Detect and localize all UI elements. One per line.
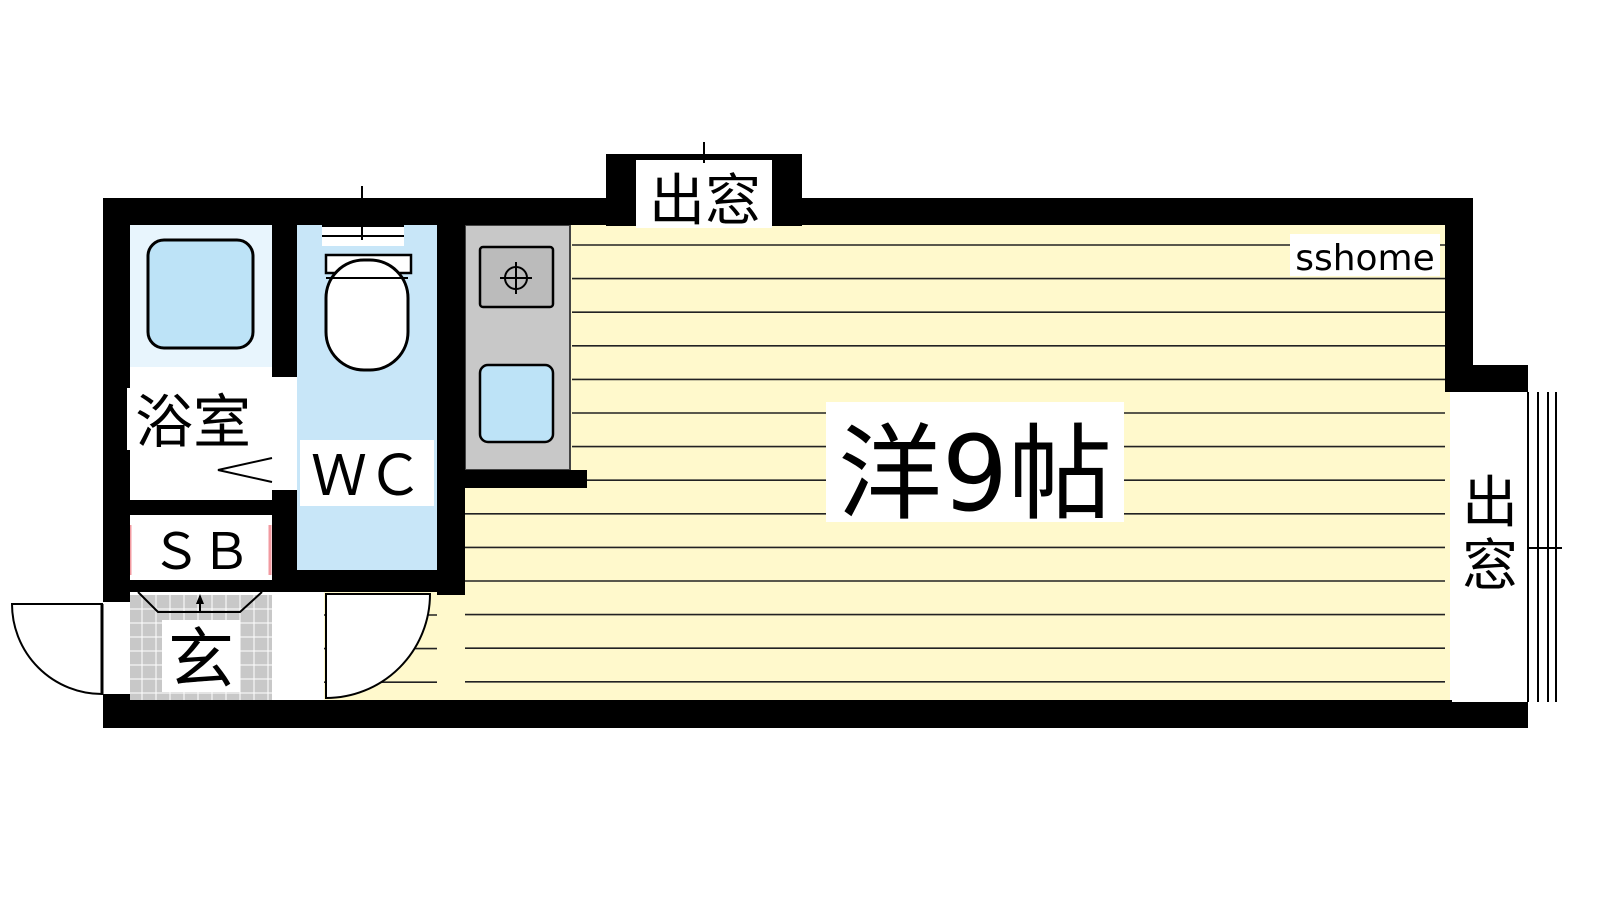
entrance-door-opening (103, 602, 130, 694)
shoe-box-label: ＳＢ (151, 523, 251, 581)
top-window-opening (636, 160, 772, 228)
bathroom-door-opening (272, 377, 297, 490)
main-room-label: 洋9帖 (838, 413, 1112, 535)
toilet-seat (324, 258, 410, 372)
bathtub (146, 238, 255, 350)
entrance-label: 玄 (168, 621, 234, 698)
right-bay-window-label-top: 出 (1462, 471, 1518, 536)
watermark: sshome (1295, 238, 1435, 279)
bathroom-label: 浴室 (135, 388, 251, 456)
right-bay-window-label-bottom: 窓 (1462, 534, 1518, 599)
bathroom-door (217, 457, 273, 483)
entrance-door-swing (10, 603, 103, 696)
kitchen-sink (478, 363, 555, 444)
top-bay-window-label: 出窓 (649, 169, 761, 234)
wc-door-opening (297, 592, 324, 700)
wc-door-swing (325, 593, 432, 700)
wc-label: ＷＣ (311, 444, 423, 509)
